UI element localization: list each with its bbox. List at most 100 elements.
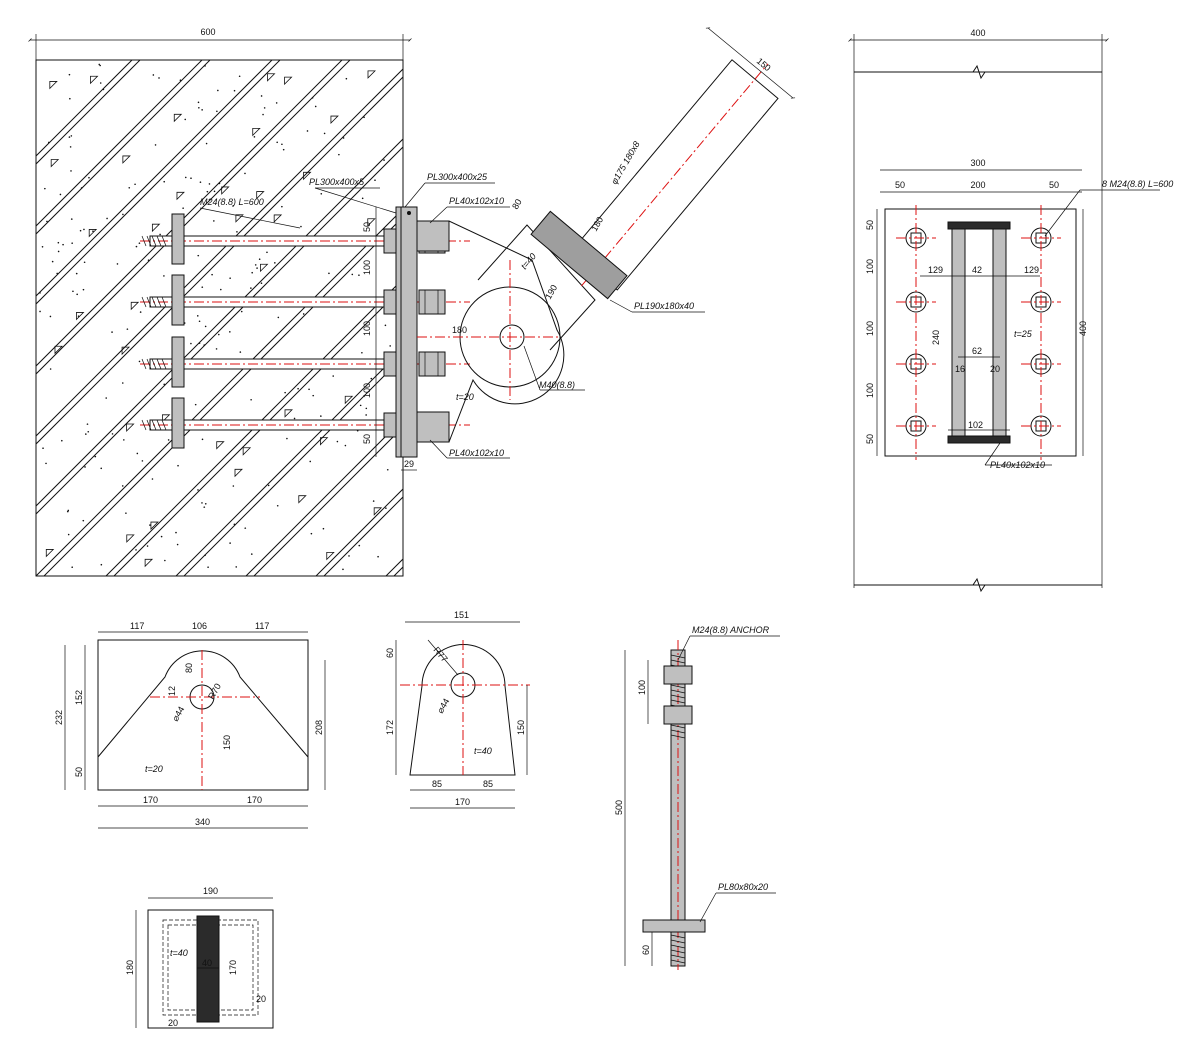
gusset-detail: 117 106 117 170 170 340 232 152 50 208 1… [54, 621, 326, 829]
aggregate-dot [204, 325, 207, 328]
small-plate-d20b: 20 [168, 1018, 178, 1028]
aggregate-dot [197, 254, 200, 257]
aggregate-dot [51, 260, 54, 263]
aggregate-triangle [326, 551, 335, 561]
gusset-d12: 12 [167, 686, 177, 696]
aggregate-dot [197, 101, 200, 104]
aggregate-dot [328, 272, 330, 275]
plan-dim-16: 16 [955, 364, 965, 374]
aggregate-dot [229, 277, 231, 279]
thread-mark [156, 419, 162, 431]
aggregate-dot [70, 170, 72, 172]
aggregate-dot [201, 438, 204, 441]
aggregate-dot [323, 132, 326, 135]
anchor-label: M24(8.8) L=600 [200, 197, 264, 207]
plan-rib-bottom [947, 435, 1011, 444]
aggregate-dot [198, 106, 200, 109]
thread-mark [670, 659, 686, 664]
base-plate-plan [884, 208, 1077, 457]
aggregate-dot [277, 316, 280, 319]
wall-hatching [36, 60, 1120, 576]
aggregate-dot [100, 467, 103, 470]
thread-mark [161, 419, 167, 431]
aggregate-dot [44, 187, 46, 190]
aggregate-dot [84, 466, 86, 468]
aggregate-dot [83, 228, 85, 231]
aggregate-dot [135, 549, 137, 551]
plan-view: 400 300 50 200 50 8 M24(8.8) L=600 400 5… [848, 28, 1173, 593]
aggregate-dot [217, 333, 220, 336]
aggregate-dot [345, 77, 348, 80]
wall-plate-label: PL300x400x5 [309, 177, 365, 187]
hatch-line [183, 356, 403, 576]
row-dim-5: 50 [865, 434, 875, 444]
aggregate-dot [377, 555, 379, 558]
aggregate-dot [123, 439, 125, 441]
thread-mark [151, 419, 157, 431]
gusset-top-2: 106 [192, 621, 207, 631]
hatch-line [604, 60, 1120, 576]
aggregate-triangle [235, 214, 244, 223]
aggregate-dot [88, 176, 90, 179]
aggregate-dot [251, 271, 253, 274]
aggregate-dot [220, 288, 222, 291]
aggregate-dot [163, 383, 166, 386]
pin-hole [499, 324, 525, 350]
aggregate-dot [206, 190, 209, 193]
small-plate-d20a: 20 [256, 994, 266, 1004]
lug-h150: 150 [516, 720, 526, 735]
aggregate-dot [256, 267, 258, 269]
dim-29: 29 [404, 459, 414, 469]
hatch-line [36, 138, 403, 507]
aggregate-dot [306, 130, 309, 132]
thread-mark [670, 939, 686, 944]
aggregate-dot [160, 535, 163, 538]
aggregate-dot [67, 533, 70, 536]
aggregate-triangle [45, 549, 55, 558]
aggregate-dot [250, 287, 252, 289]
aggregate-dot [363, 116, 365, 119]
aggregate-dot [370, 377, 373, 380]
aggregate-dot [184, 176, 187, 179]
anchor-plate [642, 919, 706, 933]
aggregate-dot [121, 382, 124, 384]
gusset-h208: 208 [314, 720, 324, 735]
aggregate-dot [68, 136, 71, 138]
plan-spacing-3: 50 [1049, 180, 1059, 190]
hatch-line [36, 68, 403, 437]
gusset-bottom-2: 170 [247, 795, 262, 805]
plan-spacing-2: 200 [970, 180, 985, 190]
aggregate-dot [61, 439, 63, 442]
aggregate-dot [111, 433, 114, 435]
aggregate-dot [159, 233, 161, 236]
aggregate-dot [203, 506, 206, 508]
small-plate [147, 909, 274, 1029]
dim-180: 180 [589, 215, 605, 233]
thread-mark [141, 296, 147, 308]
aggregate-dot [122, 213, 124, 216]
aggregate-triangle [49, 81, 58, 90]
wall-plate-5mm [395, 206, 402, 458]
rib-bottom [416, 411, 450, 443]
aggregate-dot [39, 310, 41, 313]
aggregate-dot [182, 207, 184, 209]
aggregate-dot [332, 375, 335, 377]
aggregate-dot [358, 544, 361, 547]
gusset-outline [417, 220, 565, 443]
aggregate-dot [276, 141, 278, 144]
hatch-line [253, 426, 403, 576]
aggregate-dot [134, 183, 136, 186]
thread-mark [670, 724, 686, 729]
aggregate-dot [275, 102, 278, 104]
aggregate-dot [300, 225, 302, 228]
plan-dim-129a: 129 [928, 265, 943, 275]
aggregate-triangle [252, 127, 261, 137]
aggregate-dot [342, 137, 345, 139]
aggregate-dot [56, 272, 58, 275]
aggregate-triangle [367, 70, 376, 79]
aggregate-dot [164, 559, 166, 562]
aggregate-triangle [121, 346, 131, 356]
plan-dim-102: 102 [968, 420, 983, 430]
thread-mark [146, 419, 152, 431]
